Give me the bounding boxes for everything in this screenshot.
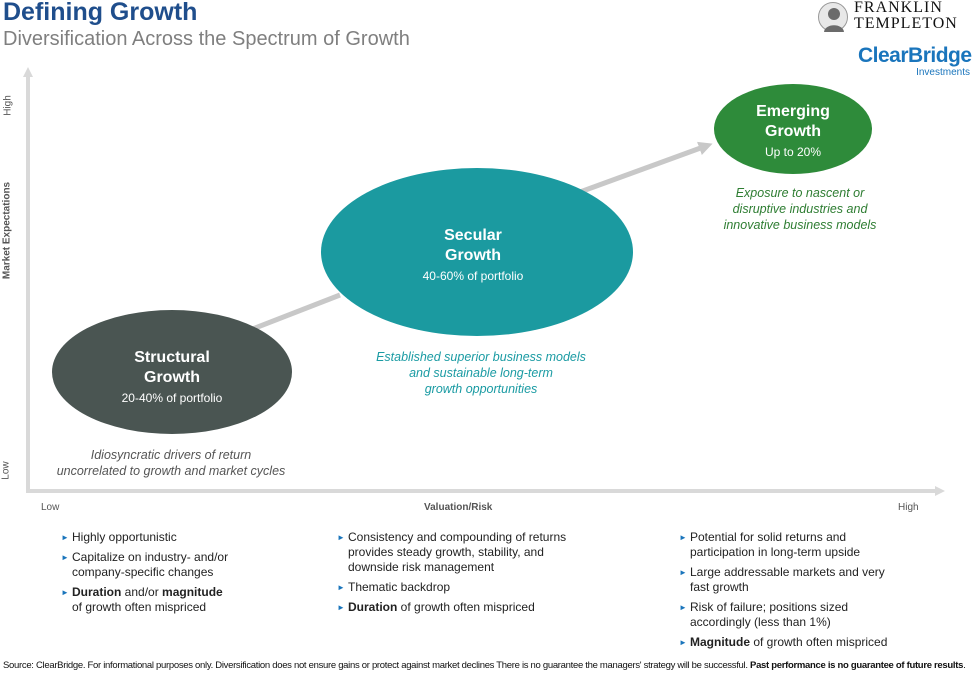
- growth-path-segment-1: [249, 292, 341, 333]
- secular-allocation: 40-60% of portfolio: [422, 269, 524, 283]
- bullet-text: provides steady growth, stability, and: [348, 545, 544, 559]
- secular-description-line: Established superior business models: [376, 350, 586, 364]
- secular-title-line1: Secular: [444, 227, 502, 244]
- page-subtitle: Diversification Across the Spectrum of G…: [3, 28, 410, 50]
- bullet-text: and/or: [121, 585, 163, 599]
- growth-path-segment-2: [579, 141, 713, 195]
- list-item: ►Highly opportunistic: [61, 530, 281, 545]
- bullet-arrow-icon: ►: [679, 638, 687, 647]
- structural-description-line: Idiosyncratic drivers of return: [90, 448, 252, 462]
- x-axis-title: Valuation/Risk: [424, 502, 493, 513]
- page-title: Defining Growth: [3, 0, 198, 26]
- disclaimer-bold-text: Past performance is no guarantee of futu…: [750, 660, 964, 671]
- x-axis-high-label: High: [898, 502, 919, 513]
- emerging-title-line2: Growth: [765, 123, 821, 140]
- bullet-arrow-icon: ►: [337, 533, 345, 542]
- bullet-arrow-icon: ►: [61, 533, 69, 542]
- bullet-bold-text: Magnitude: [690, 635, 750, 649]
- franklin-portrait-icon: [818, 2, 848, 32]
- bullet-text: company-specific changes: [72, 565, 214, 579]
- bullet-arrow-icon: ►: [61, 588, 69, 597]
- bullet-bold-text: Duration: [72, 585, 122, 599]
- bullet-text: participation in long-term upside: [690, 545, 861, 559]
- y-axis-low-label: Low: [0, 461, 12, 480]
- structural-title-line2: Growth: [144, 369, 200, 386]
- growth-diagram: [23, 67, 945, 496]
- bullet-text: Risk of failure; positions sized: [690, 600, 849, 614]
- bullet-text: downside risk management: [348, 560, 495, 574]
- source-footnote: Source: ClearBridge. For informational p…: [3, 660, 968, 672]
- secular-description: Established superior business models and…: [350, 349, 612, 397]
- y-axis-title: Market Expectations: [1, 181, 13, 280]
- templeton-wordmark: TEMPLETON: [854, 15, 958, 32]
- bullet-arrow-icon: ►: [61, 553, 69, 562]
- bullet-arrow-icon: ►: [679, 603, 687, 612]
- list-item: ►Duration of growth often mispriced: [337, 600, 607, 615]
- list-item: ►Magnitude of growth often mispriced: [679, 635, 929, 650]
- structural-allocation: 20-40% of portfolio: [121, 391, 223, 405]
- y-axis-high-label: High: [2, 95, 14, 116]
- bullet-text: Thematic backdrop: [348, 580, 451, 594]
- emerging-growth-label: Emerging Growth Up to 20%: [720, 102, 866, 160]
- bullet-text: of growth often mispriced: [750, 635, 888, 649]
- emerging-description-line: innovative business models: [723, 218, 877, 232]
- bullet-text: Large addressable markets and very: [690, 565, 885, 579]
- bullet-text: Consistency and compounding of returns: [348, 530, 567, 544]
- x-axis-low-label: Low: [41, 502, 60, 513]
- franklin-templeton-logo: FRANKLIN TEMPLETON: [818, 0, 974, 34]
- bullet-text: accordingly (less than 1%): [690, 615, 831, 629]
- bullet-bold-text: magnitude: [162, 585, 223, 599]
- source-text: Source: ClearBridge. For informational p…: [3, 660, 751, 671]
- clearbridge-logo: ClearBridge Investments: [858, 44, 972, 79]
- secular-title-line2: Growth: [445, 247, 501, 264]
- list-item: ►Thematic backdrop: [337, 580, 607, 595]
- structural-growth-bubble: [52, 310, 292, 434]
- secular-description-line: and sustainable long-term: [409, 366, 553, 380]
- bullet-arrow-icon: ►: [679, 568, 687, 577]
- structural-description-line: uncorrelated to growth and market cycles: [56, 464, 286, 478]
- emerging-growth-bubble: [714, 84, 872, 174]
- emerging-description-line: disruptive industries and: [732, 202, 868, 216]
- bullet-bold-text: Duration: [348, 600, 398, 614]
- emerging-allocation: Up to 20%: [764, 145, 822, 159]
- clearbridge-wordmark: ClearBridge: [858, 44, 972, 67]
- franklin-wordmark: FRANKLIN: [854, 0, 943, 16]
- secular-description-line: growth opportunities: [424, 382, 538, 396]
- bullet-arrow-icon: ►: [679, 533, 687, 542]
- secular-growth-bubble: [321, 168, 633, 336]
- bullet-text: Capitalize on industry- and/or: [72, 550, 229, 564]
- source-end: .: [963, 660, 966, 671]
- emerging-title-line1: Emerging: [756, 103, 830, 120]
- bullet-arrow-icon: ►: [337, 603, 345, 612]
- structural-bullet-list: ►Highly opportunistic ►Capitalize on ind…: [61, 530, 281, 620]
- structural-title-line1: Structural: [134, 349, 210, 366]
- clearbridge-subtitle: Investments: [916, 67, 970, 78]
- bullet-text: fast growth: [690, 580, 749, 594]
- secular-growth-label: Secular Growth 40-60% of portfolio: [360, 226, 586, 284]
- structural-description: Idiosyncratic drivers of return uncorrel…: [36, 447, 306, 479]
- emerging-description-line: Exposure to nascent or: [735, 186, 865, 200]
- bullet-arrow-icon: ►: [337, 583, 345, 592]
- emerging-description: Exposure to nascent or disruptive indust…: [700, 185, 900, 233]
- bullet-text: of growth often mispriced: [397, 600, 535, 614]
- bullet-text: of growth often mispriced: [72, 600, 207, 614]
- bullet-text: Highly opportunistic: [72, 530, 177, 544]
- structural-growth-label: Structural Growth 20-40% of portfolio: [62, 348, 282, 406]
- bullet-text: Potential for solid returns and: [690, 530, 847, 544]
